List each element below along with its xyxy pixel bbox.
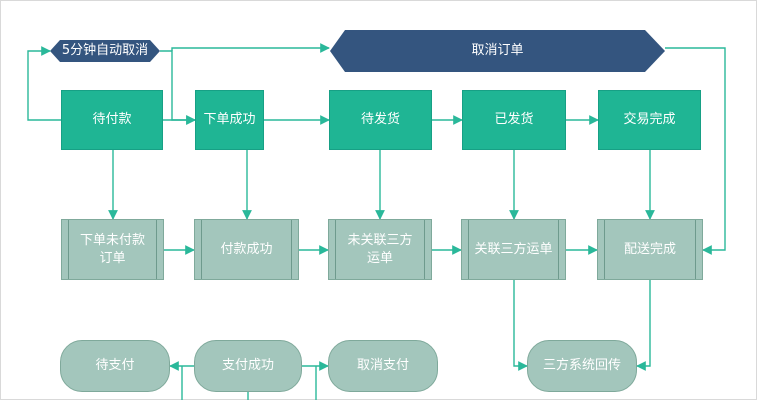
node-cancel-pay: 取消支付 [328,340,438,392]
node-to-pay: 待支付 [60,340,170,392]
node-payment-success: 付款成功 [194,219,299,280]
node-pay-success: 支付成功 [194,340,302,392]
edge-delivery-to-callback [636,280,651,371]
auto-cancel-banner [50,40,160,62]
edge-auto-cancel-to-order [160,50,196,125]
node-delivery-complete: 配送完成 [597,219,703,280]
node-third-party-callback: 三方系统回传 [527,340,637,392]
edge-linked-to-callback [513,280,528,371]
node-pending-payment: 待付款 [61,90,163,150]
node-pending-shipment: 待发货 [329,90,432,150]
auto-cancel-label: 5分钟自动取消 [61,43,149,58]
cancel-order-label: 取消订单 [471,43,524,58]
node-unpaid-order: 下单未付款订单 [61,219,164,280]
node-linked-waybill: 关联三方运单 [461,219,566,280]
node-not-linked-waybill: 未关联三方运单 [328,219,432,280]
node-trade-completed: 交易完成 [598,90,701,150]
edge-cancel-order-to-delivery [665,47,726,255]
cancel-order-banner [330,30,665,72]
edge-pending-to-auto-cancel [27,46,61,121]
node-order-placed: 下单成功 [195,90,264,150]
edge-order-to-cancel-order [171,43,330,53]
node-shipped: 已发货 [462,90,566,150]
